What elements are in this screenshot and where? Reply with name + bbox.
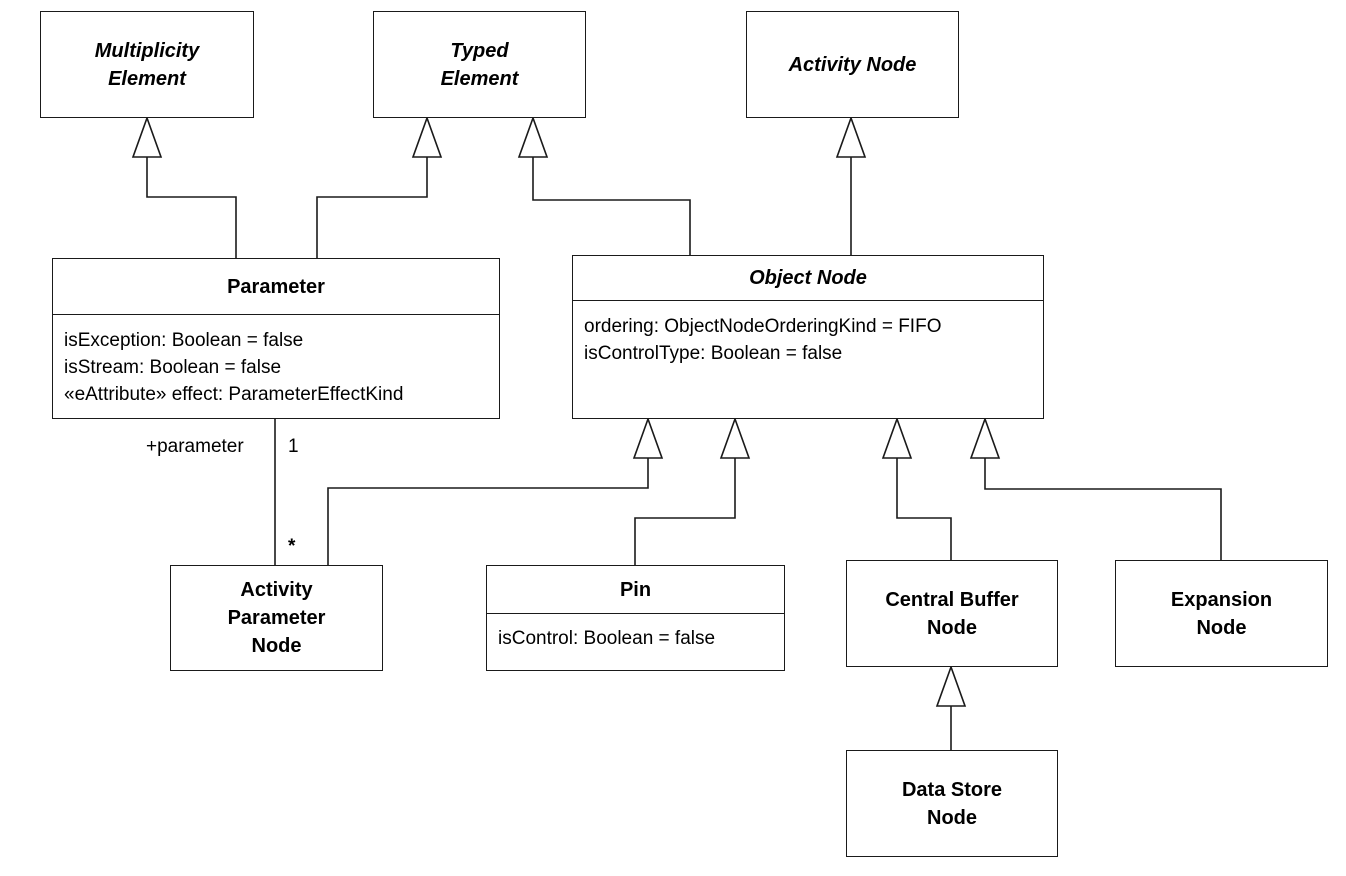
generalization-parameter-typed-element xyxy=(316,157,428,258)
generalization-parameter-multiplicity-element xyxy=(146,157,237,258)
attribute: isStream: Boolean = false xyxy=(64,357,282,378)
generalization-expansion-node-object-node xyxy=(984,458,1222,560)
generalization-arrowhead xyxy=(881,416,913,459)
association-multiplicity-parameter-end: 1 xyxy=(288,436,299,457)
class-parameter[interactable]: Parameter isException: Boolean = false i… xyxy=(52,258,500,419)
generalization-arrowhead xyxy=(411,115,443,158)
class-object-node[interactable]: Object Node ordering: ObjectNodeOrdering… xyxy=(572,255,1044,419)
attribute: «eAttribute» effect: ParameterEffectKind xyxy=(64,384,404,405)
class-expansion-node[interactable]: Expansion Node xyxy=(1115,560,1328,667)
generalization-activity-parameter-node-object-node xyxy=(327,458,649,565)
attribute-list: isException: Boolean = false isStream: B… xyxy=(64,327,495,408)
class-name: Parameter xyxy=(227,275,325,298)
attribute: isException: Boolean = false xyxy=(64,330,304,351)
attribute-list: isControl: Boolean = false xyxy=(498,625,780,652)
class-typed-element[interactable]: Typed Element xyxy=(373,11,586,118)
class-name: Central Buffer Node xyxy=(885,588,1019,639)
generalization-arrowhead xyxy=(835,115,867,158)
generalization-arrowhead xyxy=(517,115,549,158)
class-name: Activity Parameter Node xyxy=(227,579,326,657)
generalization-arrowhead xyxy=(719,416,751,459)
compartment-divider xyxy=(573,300,1043,301)
class-data-store-node[interactable]: Data Store Node xyxy=(846,750,1058,857)
class-name: Activity Node xyxy=(788,53,917,76)
compartment-divider xyxy=(487,613,784,614)
class-name: Object Node xyxy=(749,267,867,289)
generalization-arrowhead xyxy=(131,115,163,158)
attribute: ordering: ObjectNodeOrderingKind = FIFO xyxy=(584,316,942,337)
attribute-list: ordering: ObjectNodeOrderingKind = FIFO … xyxy=(584,313,1039,367)
generalization-central-buffer-node-object-node xyxy=(896,458,952,560)
generalization-arrowhead xyxy=(935,664,967,707)
generalization-arrowhead xyxy=(969,416,1001,459)
class-name: Multiplicity Element xyxy=(94,39,200,90)
class-activity-node[interactable]: Activity Node xyxy=(746,11,959,118)
attribute: isControlType: Boolean = false xyxy=(584,343,843,364)
class-central-buffer-node[interactable]: Central Buffer Node xyxy=(846,560,1058,667)
class-multiplicity-element[interactable]: Multiplicity Element xyxy=(40,11,254,118)
generalization-object-node-typed-element xyxy=(532,157,691,255)
association-role-name: +parameter xyxy=(146,436,244,457)
class-name: Data Store Node xyxy=(901,778,1003,829)
class-name: Typed Element xyxy=(440,39,519,90)
attribute: isControl: Boolean = false xyxy=(498,628,716,649)
generalization-arrowhead xyxy=(632,416,664,459)
class-name: Expansion Node xyxy=(1170,588,1273,639)
class-activity-parameter-node[interactable]: Activity Parameter Node xyxy=(170,565,383,671)
association-multiplicity-node-end: * xyxy=(288,536,296,557)
class-name: Pin xyxy=(619,578,652,601)
generalization-pin-object-node xyxy=(634,458,736,565)
class-pin[interactable]: Pin isControl: Boolean = false xyxy=(486,565,785,671)
compartment-divider xyxy=(53,314,499,315)
